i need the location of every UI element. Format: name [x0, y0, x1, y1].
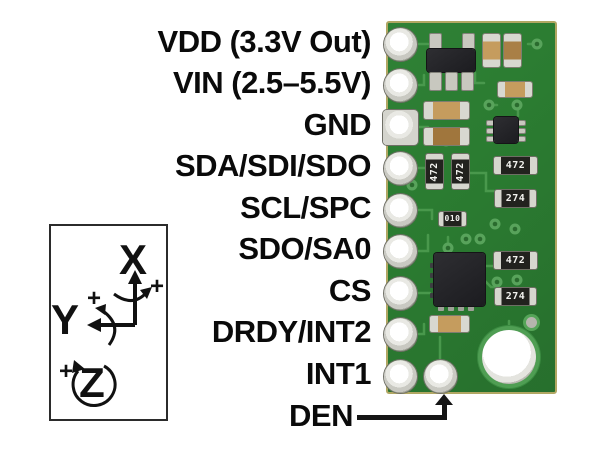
resistor-marking: 472	[428, 161, 440, 182]
x-arrowhead-icon	[128, 270, 142, 284]
capacitor	[430, 316, 469, 332]
y-rotation-arc-icon	[102, 309, 117, 346]
pad-vin	[384, 69, 417, 102]
resistor-marking: 472	[454, 161, 466, 182]
capacitor	[424, 128, 469, 145]
z-rotation-circle-icon	[71, 364, 117, 408]
mounting-hole	[482, 330, 536, 384]
pad-den	[423, 359, 457, 393]
pcb-board: 472 472 472 274 472 274 010	[383, 21, 557, 394]
pin-label-vin: VIN (2.5–5.5V)	[172, 65, 372, 100]
pad-int1	[384, 359, 417, 393]
x-rotation-plus-sign: +	[150, 273, 164, 300]
sensor-ic-pin	[430, 283, 435, 288]
small-ic-leg	[487, 129, 495, 133]
pin-label-sda: SDA/SDI/SDO	[174, 148, 372, 183]
resistor-marking: 472	[505, 159, 526, 171]
resistor: 472	[494, 252, 537, 269]
resistor: 274	[495, 190, 536, 207]
pin-label-scl: SCL/SPC	[240, 190, 371, 225]
resistor: 010	[439, 212, 466, 226]
pad-vdd	[384, 27, 417, 61]
axis-y-label: Y	[51, 296, 79, 343]
resistor-marking: 274	[505, 192, 526, 204]
regulator-leg	[463, 34, 474, 49]
sensor-ic-pin	[430, 273, 435, 278]
x-rotation-arrowhead-icon	[140, 287, 152, 299]
sensor-ic-pin	[430, 263, 435, 268]
resistor: 472	[452, 154, 469, 189]
sensor-ic-pin	[430, 293, 435, 298]
regulator-ic	[427, 49, 475, 72]
axis-orientation-box: X Y Z + + +	[49, 224, 168, 421]
small-ic-leg	[517, 129, 525, 133]
den-arrow-head-icon	[435, 394, 453, 405]
small-ic-leg	[517, 121, 525, 125]
resistor-marking: 472	[505, 254, 526, 266]
small-ic-leg	[517, 137, 525, 141]
y-rotation-plus-sign: +	[87, 285, 101, 312]
pin-label-den: DEN	[289, 398, 353, 433]
regulator-leg	[462, 73, 473, 90]
y-arrowhead-icon	[87, 318, 101, 332]
capacitor	[483, 34, 500, 67]
regulator-leg	[446, 73, 457, 90]
resistor: 472	[494, 157, 537, 174]
resistor-marking: 274	[505, 290, 526, 302]
resistor-marking: 010	[444, 214, 461, 223]
resistor: 274	[495, 288, 536, 305]
z-rotation-plus-sign: +	[59, 358, 73, 385]
sensor-ic-pin	[448, 305, 454, 311]
small-ic-leg	[487, 137, 495, 141]
sensor-ic-pin	[438, 305, 444, 311]
capacitor	[424, 102, 469, 119]
sensor-ic	[434, 253, 485, 306]
small-ic-leg	[487, 121, 495, 125]
pin-label-cs: CS	[328, 273, 372, 308]
z-rotation-arrowhead-icon	[72, 360, 85, 373]
x-rotation-arc-icon	[113, 290, 149, 302]
capacitor	[498, 82, 532, 97]
silver-via	[526, 317, 537, 328]
sensor-ic-pin	[458, 305, 464, 311]
pad-sda	[384, 152, 417, 185]
pin-label-sdo: SDO/SA0	[238, 231, 371, 266]
regulator-leg	[430, 73, 441, 90]
resistor: 472	[426, 154, 443, 189]
pad-scl	[384, 193, 417, 227]
regulator-leg	[430, 34, 441, 49]
den-arrow-riser	[442, 404, 447, 418]
pad-cs	[384, 276, 417, 310]
pin-label-vdd: VDD (3.3V Out)	[157, 24, 372, 59]
pin-label-gnd: GND	[303, 107, 372, 142]
small-ic	[494, 117, 518, 143]
pad-drdy	[384, 318, 417, 351]
capacitor	[504, 34, 521, 67]
sensor-ic-pin	[468, 305, 474, 311]
axis-lines	[97, 281, 137, 327]
y-rotation-arrowhead-icon	[95, 304, 106, 315]
pin-label-drdy: DRDY/INT2	[211, 314, 372, 349]
den-arrow-line	[357, 415, 447, 420]
pin-label-int1: INT1	[305, 356, 372, 391]
pad-gnd	[383, 110, 418, 145]
trace-layer	[406, 38, 543, 361]
pad-sdo	[384, 235, 417, 268]
axis-z-label: Z	[79, 359, 105, 406]
axis-diagram-graphic: X Y Z + + +	[51, 236, 164, 408]
axis-x-label: X	[119, 236, 147, 283]
